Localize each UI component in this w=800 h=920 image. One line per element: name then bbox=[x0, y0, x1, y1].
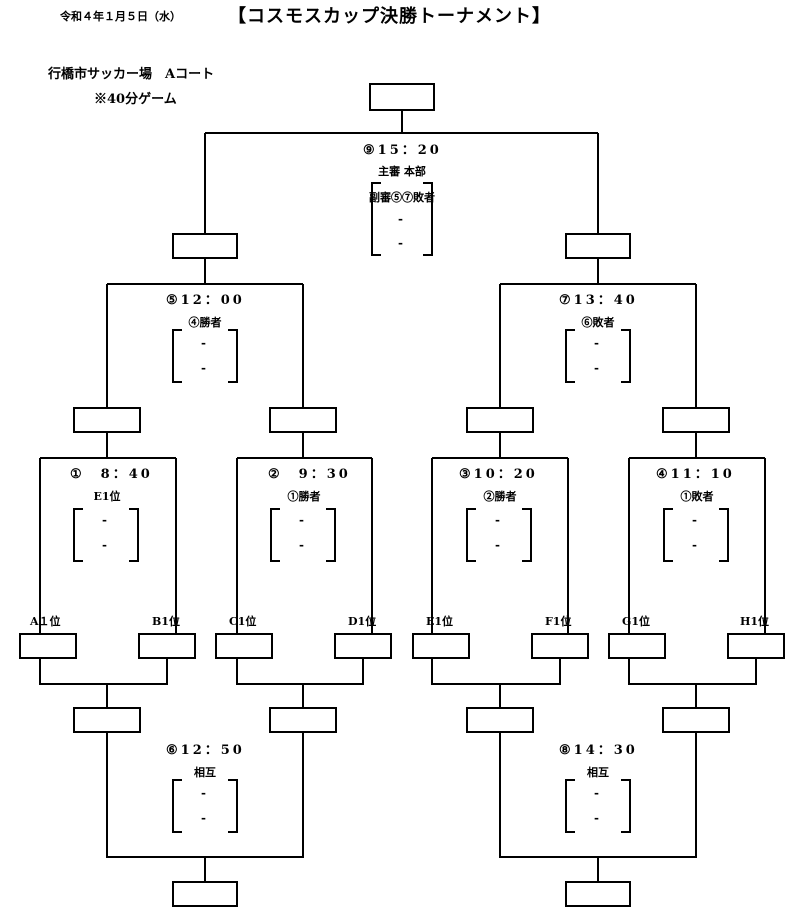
m2-score-bottom: - bbox=[299, 538, 304, 552]
m3-time: ③10：20 bbox=[459, 467, 538, 482]
m2-referee: ①勝者 bbox=[287, 490, 321, 503]
final-bracket-line bbox=[204, 110, 599, 234]
semi-right-winner-box[interactable] bbox=[565, 233, 631, 259]
qf2-winner-box[interactable] bbox=[269, 407, 337, 433]
qf3-winner-box[interactable] bbox=[466, 407, 534, 433]
m3-score-bracket bbox=[466, 508, 532, 562]
m4-score-bracket bbox=[663, 508, 729, 562]
m7-time: ⑦13：40 bbox=[559, 293, 638, 308]
team-box-c1[interactable] bbox=[215, 633, 273, 659]
m9-score-bottom: - bbox=[398, 236, 403, 250]
event-date: 令和４年１月５日（水） bbox=[60, 10, 181, 23]
team-label-h1: H1位 bbox=[740, 615, 770, 628]
team-label-f1: F1位 bbox=[545, 615, 572, 628]
m8-score-top: - bbox=[594, 786, 599, 800]
team-box-d1[interactable] bbox=[334, 633, 392, 659]
page-title: 【コスモスカップ決勝トーナメント】 bbox=[228, 6, 551, 27]
cd-result-box[interactable] bbox=[269, 707, 337, 733]
m8-score-bottom: - bbox=[594, 811, 599, 825]
m6-result-box[interactable] bbox=[172, 881, 238, 907]
team-label-c1: C1位 bbox=[229, 615, 257, 628]
ab-join-line bbox=[39, 658, 168, 708]
m4-referee: ①敗者 bbox=[680, 490, 714, 503]
m1-score-bottom: - bbox=[102, 538, 107, 552]
team-box-h1[interactable] bbox=[727, 633, 785, 659]
m7-score-bracket bbox=[565, 329, 631, 383]
qf1-winner-box[interactable] bbox=[73, 407, 141, 433]
m5-score-bottom: - bbox=[201, 361, 206, 375]
semi-left-winner-box[interactable] bbox=[172, 233, 238, 259]
m6-score-bottom: - bbox=[201, 811, 206, 825]
m8-bracket-line bbox=[499, 732, 697, 882]
m4-score-bottom: - bbox=[692, 538, 697, 552]
m9-score-top: - bbox=[398, 212, 403, 226]
qf4-bracket-line bbox=[628, 432, 766, 634]
m5-score-bracket bbox=[172, 329, 238, 383]
m6-score-bracket bbox=[172, 779, 238, 833]
ef-join-line bbox=[431, 658, 561, 708]
team-box-a1[interactable] bbox=[19, 633, 77, 659]
qf3-bracket-line bbox=[431, 432, 569, 634]
m7-score-top: - bbox=[594, 336, 599, 350]
game-length-note: ※40分ゲーム bbox=[94, 92, 177, 107]
m5-score-top: - bbox=[201, 336, 206, 350]
final-score-bracket bbox=[371, 182, 433, 256]
venue-label: 行橋市サッカー場 Aコート bbox=[48, 67, 215, 82]
m1-referee: E1位 bbox=[93, 490, 121, 503]
m8-score-bracket bbox=[565, 779, 631, 833]
m2-score-bracket bbox=[270, 508, 336, 562]
qf2-bracket-line bbox=[236, 432, 373, 634]
team-box-e1[interactable] bbox=[412, 633, 470, 659]
m3-score-bottom: - bbox=[495, 538, 500, 552]
m1-score-bracket bbox=[73, 508, 139, 562]
team-label-g1: G1位 bbox=[622, 615, 651, 628]
m8-referee: 相互 bbox=[587, 766, 609, 779]
m5-referee: ④勝者 bbox=[188, 316, 222, 329]
m2-time: ② 9：30 bbox=[268, 467, 351, 482]
team-label-b1: B1位 bbox=[152, 615, 180, 628]
qf1-bracket-line bbox=[39, 432, 177, 634]
ef-result-box[interactable] bbox=[466, 707, 534, 733]
cd-join-line bbox=[236, 658, 364, 708]
m2-score-top: - bbox=[299, 513, 304, 527]
team-box-b1[interactable] bbox=[138, 633, 196, 659]
qf4-winner-box[interactable] bbox=[662, 407, 730, 433]
ab-result-box[interactable] bbox=[73, 707, 141, 733]
team-box-g1[interactable] bbox=[608, 633, 666, 659]
team-label-a1: A１位 bbox=[30, 615, 61, 628]
m1-score-top: - bbox=[102, 513, 107, 527]
m8-time: ⑧14：30 bbox=[559, 743, 638, 758]
m5-time: ⑤12：00 bbox=[166, 293, 245, 308]
m9-referee: 主審 本部 bbox=[378, 165, 426, 178]
m6-bracket-line bbox=[106, 732, 304, 882]
m6-score-top: - bbox=[201, 786, 206, 800]
m7-referee: ⑥敗者 bbox=[581, 316, 615, 329]
m9-assistant-referee: 副審⑤⑦敗者 bbox=[369, 191, 435, 204]
final-winner-box[interactable] bbox=[369, 83, 435, 111]
m6-referee: 相互 bbox=[194, 766, 216, 779]
m3-score-top: - bbox=[495, 513, 500, 527]
semi-right-bracket-line bbox=[499, 258, 697, 408]
semi-left-bracket-line bbox=[106, 258, 304, 408]
gh-result-box[interactable] bbox=[662, 707, 730, 733]
m7-score-bottom: - bbox=[594, 361, 599, 375]
team-box-f1[interactable] bbox=[531, 633, 589, 659]
m4-score-top: - bbox=[692, 513, 697, 527]
team-label-e1: E1位 bbox=[426, 615, 454, 628]
m6-time: ⑥12：50 bbox=[166, 743, 245, 758]
m8-result-box[interactable] bbox=[565, 881, 631, 907]
m1-time: ① 8：40 bbox=[70, 467, 153, 482]
gh-join-line bbox=[628, 658, 757, 708]
m4-time: ④11：10 bbox=[656, 467, 735, 482]
m3-referee: ②勝者 bbox=[483, 490, 517, 503]
team-label-d1: D1位 bbox=[348, 615, 377, 628]
m9-time: ⑨15：20 bbox=[363, 143, 442, 158]
